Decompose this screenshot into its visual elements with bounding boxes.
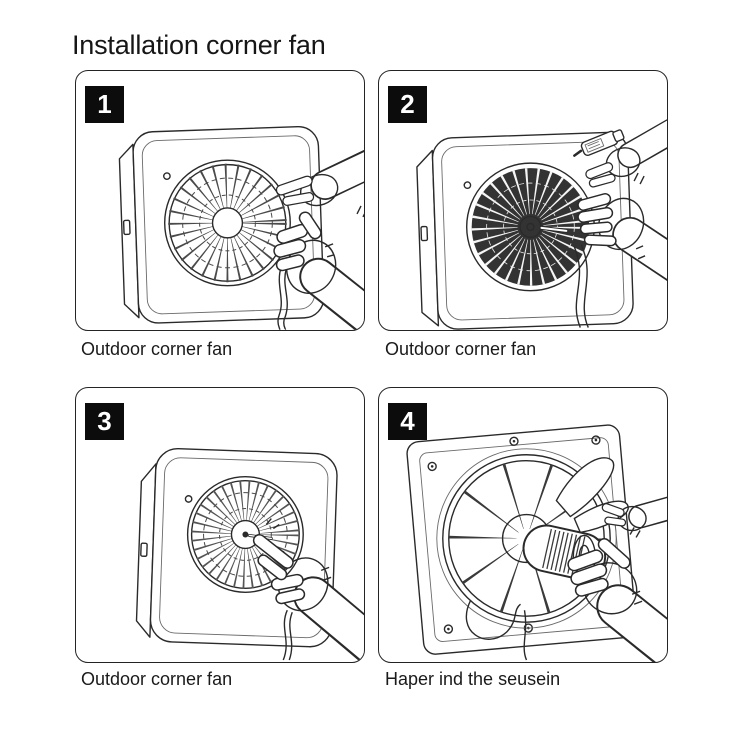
hand-holding-plug bbox=[573, 119, 667, 188]
step-panel-1: 1 bbox=[75, 70, 365, 331]
hand-pointing bbox=[252, 533, 364, 662]
hand-upper-pinch bbox=[601, 496, 667, 538]
fan-illustration-step-4 bbox=[406, 424, 667, 662]
power-cord bbox=[282, 609, 293, 661]
page-title: Installation corner fan bbox=[72, 30, 326, 60]
fan-grille bbox=[163, 159, 291, 287]
power-plug bbox=[573, 129, 625, 157]
step-number-badge-4: 4 bbox=[388, 403, 427, 440]
hand-lower bbox=[577, 193, 667, 282]
step-number-badge-2: 2 bbox=[388, 86, 427, 123]
power-wires bbox=[573, 244, 589, 328]
fan-illustration-step-2 bbox=[416, 119, 667, 330]
step-number-badge-1: 1 bbox=[85, 86, 124, 123]
caption-step-1: Outdoor corner fan bbox=[81, 339, 233, 359]
caption-step-3: Outdoor corner fan bbox=[81, 669, 233, 689]
step-panel-4: 4 bbox=[378, 387, 668, 663]
fan-grille-dark bbox=[465, 162, 595, 292]
fan-illustration-step-3 bbox=[135, 448, 364, 662]
step-panel-3: 3 bbox=[75, 387, 365, 663]
power-cord bbox=[277, 266, 288, 330]
caption-step-2: Outdoor corner fan bbox=[385, 339, 537, 359]
fan-illustration-step-1 bbox=[118, 125, 364, 330]
hand-gripping-motor bbox=[567, 537, 667, 662]
hand-lower bbox=[273, 211, 364, 330]
hand-upper bbox=[275, 149, 364, 218]
caption-step-4: Haper ind the seusein bbox=[385, 669, 561, 689]
power-wire-loop bbox=[465, 599, 528, 661]
step-number-badge-3: 3 bbox=[85, 403, 124, 440]
step-panel-2: 2 bbox=[378, 70, 668, 331]
